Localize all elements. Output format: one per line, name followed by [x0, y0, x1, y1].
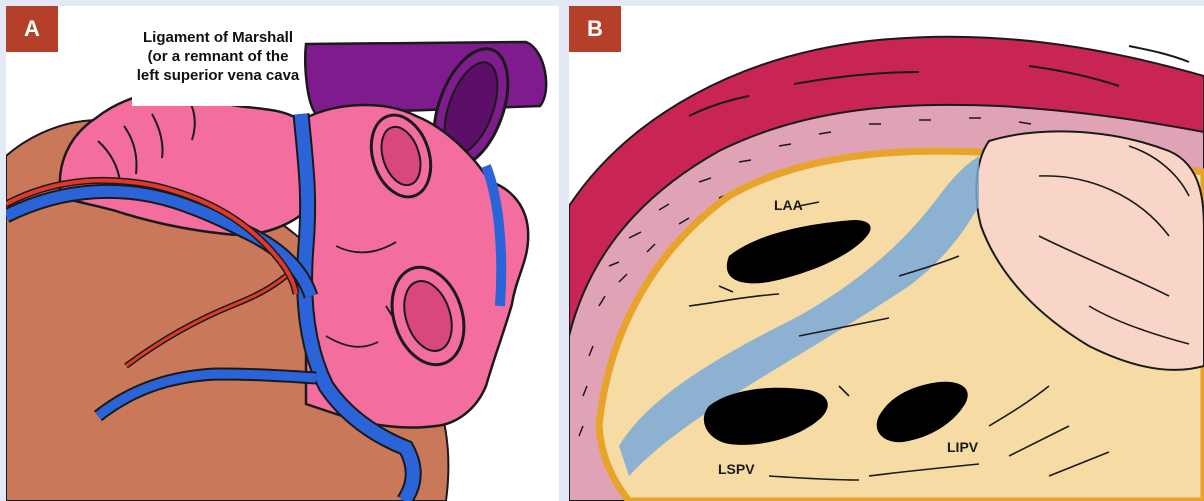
endocardial-view-illustration: [569, 6, 1204, 501]
panel-b: B LAA LSPV LIPV: [569, 6, 1204, 501]
vena-cava: [305, 42, 546, 114]
lspv-label: LSPV: [718, 461, 755, 477]
laa-label: LAA: [774, 197, 803, 213]
lipv-label: LIPV: [947, 439, 978, 455]
panel-a: A Ligament of Marshall (or a remnant of …: [6, 6, 559, 501]
panel-b-badge: B: [569, 6, 621, 52]
ligament-of-marshall-label: Ligament of Marshall (or a remnant of th…: [132, 6, 304, 106]
panel-a-badge: A: [6, 6, 58, 52]
